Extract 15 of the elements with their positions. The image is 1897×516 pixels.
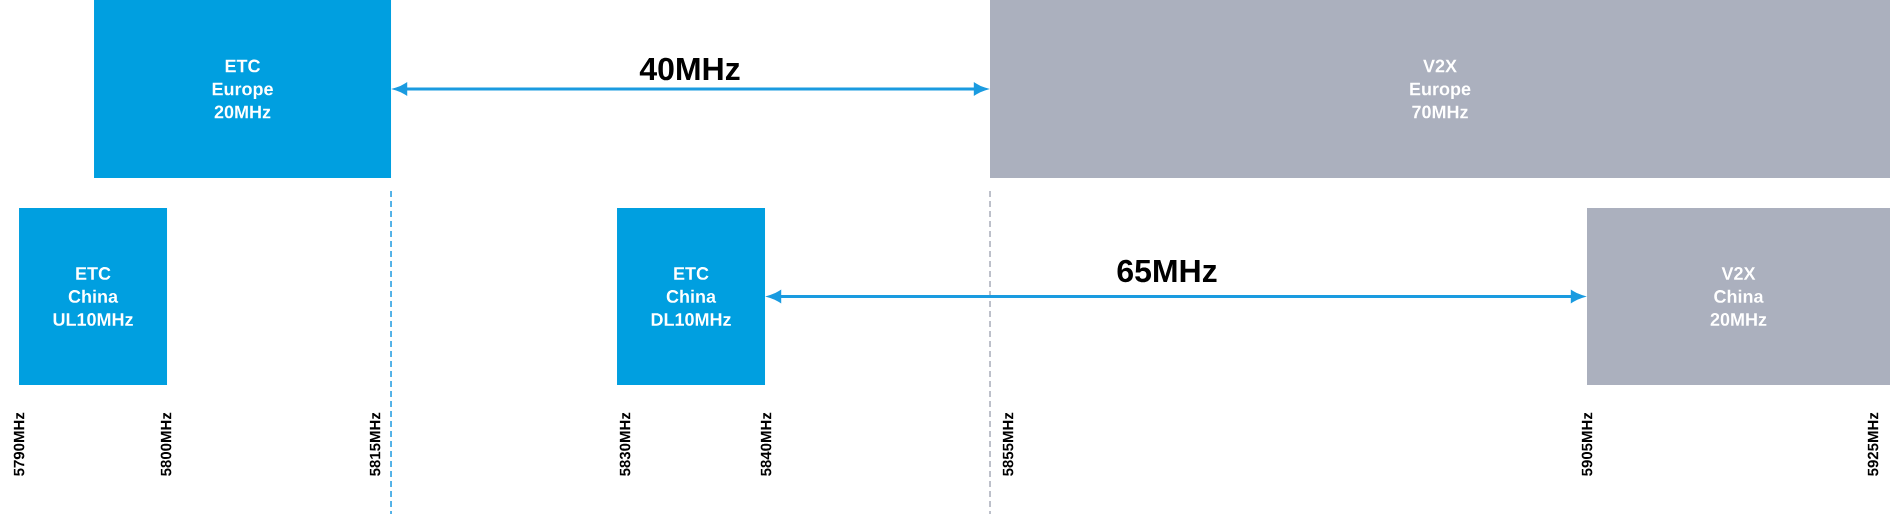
frequency-label: 5855MHz — [1002, 412, 1014, 476]
band-box: V2X China 20MHz — [1587, 208, 1890, 385]
frequency-label: 5905MHz — [1581, 412, 1593, 476]
band-box: V2X Europe 70MHz — [990, 0, 1890, 178]
band-box: ETC Europe 20MHz — [94, 0, 391, 178]
frequency-label: 5815MHz — [369, 412, 381, 476]
frequency-label: 5925MHz — [1867, 412, 1879, 476]
frequency-label: 5830MHz — [619, 412, 631, 476]
band-box: ETC China UL10MHz — [19, 208, 167, 385]
edge-label: 65MHz — [1114, 257, 1220, 285]
frequency-label: 5840MHz — [760, 412, 772, 476]
band-box: ETC China DL10MHz — [617, 208, 765, 385]
frequency-label: 5790MHz — [13, 412, 25, 476]
frequency-label: 5800MHz — [160, 412, 172, 476]
edge-label: 40MHz — [637, 55, 743, 83]
